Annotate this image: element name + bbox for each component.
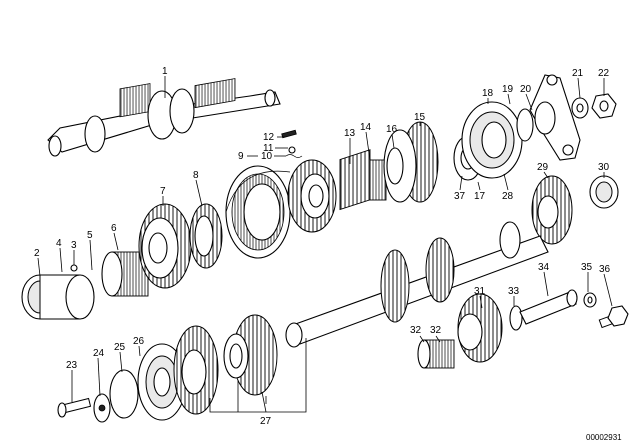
gear-7: [138, 203, 192, 289]
countershaft: [285, 149, 549, 348]
label-36: 36: [599, 264, 611, 275]
bolt-36: [598, 305, 629, 329]
label-31: 31: [474, 286, 486, 297]
label-1: 1: [162, 66, 168, 77]
label-21: 21: [572, 68, 584, 79]
label-2: 2: [34, 248, 40, 259]
label-35: 35: [581, 262, 593, 273]
label-11: 11: [263, 143, 274, 154]
gear-26b: [173, 325, 219, 415]
label-33: 33: [508, 286, 520, 297]
reverse-shaft-34: [519, 289, 578, 325]
needle-bearing-32: [417, 339, 455, 369]
gear-15: [383, 121, 439, 203]
label-29: 29: [537, 162, 549, 173]
main-shaft: [47, 78, 281, 157]
synchro-hub: [287, 159, 337, 233]
part-labels: 1 2 3 4 5 6 7 8 9 10 11 12 13 14 15 16 1…: [34, 66, 622, 442]
bearing-bracket: [529, 74, 581, 161]
label-25: 25: [114, 342, 126, 353]
ball-3: [70, 264, 78, 272]
label-12: 12: [263, 132, 275, 143]
detent-parts: [247, 129, 303, 158]
label-18: 18: [482, 88, 494, 99]
label-4: 4: [56, 238, 62, 249]
label-22: 22: [598, 68, 610, 79]
label-26: 26: [133, 336, 145, 347]
leader-lines: [37, 76, 613, 413]
label-9: 9: [238, 151, 244, 162]
label-10: 10: [261, 151, 273, 162]
gear-29: [531, 175, 573, 245]
label-27: 27: [260, 416, 272, 427]
snap-ring-33: [509, 305, 523, 331]
synchro-ring-8: [189, 203, 223, 269]
label-20: 20: [520, 84, 532, 95]
label-37: 37: [454, 191, 466, 202]
gear-31: [457, 293, 503, 363]
bearing-2: [21, 274, 95, 320]
gear-27: [223, 314, 278, 396]
label-23: 23: [66, 360, 78, 371]
label-17: 17: [474, 191, 486, 202]
label-30: 30: [598, 162, 610, 173]
reference-number: 00002931: [586, 433, 622, 442]
label-6: 6: [111, 223, 117, 234]
bolt-23: [57, 397, 92, 418]
label-15: 15: [414, 112, 426, 123]
label-3: 3: [71, 240, 77, 251]
label-14: 14: [360, 122, 372, 133]
label-28: 28: [502, 191, 514, 202]
label-24: 24: [93, 348, 105, 359]
label-7: 7: [160, 186, 166, 197]
label-32a: 32: [410, 325, 422, 336]
label-32b: 32: [430, 325, 442, 336]
ball-bearing-18: [461, 101, 534, 179]
label-19: 19: [502, 84, 514, 95]
label-5: 5: [87, 230, 93, 241]
label-13: 13: [344, 128, 356, 139]
ring-25: [109, 369, 139, 419]
label-8: 8: [193, 170, 199, 181]
synchro-sleeve: [225, 165, 291, 259]
label-16: 16: [386, 124, 398, 135]
label-34: 34: [538, 262, 550, 273]
